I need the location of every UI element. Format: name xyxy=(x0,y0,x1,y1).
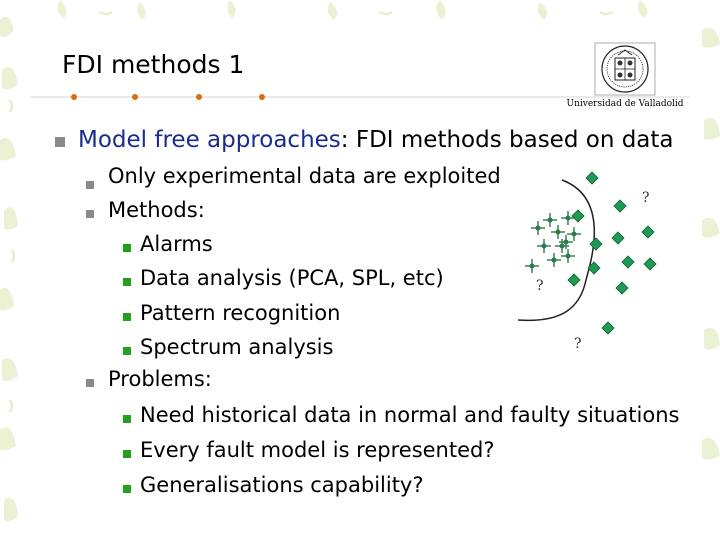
slide-title: FDI methods 1 xyxy=(62,50,245,79)
header-divider xyxy=(30,94,690,100)
sub-list-item: Pattern recognition xyxy=(140,301,341,325)
bullet-marker xyxy=(86,181,94,189)
faulty-sample-marker xyxy=(643,257,657,271)
bullet-marker xyxy=(86,210,94,218)
decision-boundary xyxy=(517,179,595,322)
faulty-sample-marker xyxy=(611,231,625,245)
faulty-sample-marker xyxy=(621,255,635,269)
bullet-marker xyxy=(86,379,94,387)
bullet-marker xyxy=(55,137,65,147)
university-seal-icon xyxy=(594,42,656,96)
institution-name: Universidad de Valladolid xyxy=(566,99,684,109)
normal-sample-marker xyxy=(543,213,557,227)
faulty-sample-marker xyxy=(641,225,655,239)
normal-sample-marker xyxy=(525,259,539,273)
list-item: Methods: xyxy=(108,198,205,222)
classification-illustration: ? ? ? xyxy=(517,171,657,352)
unknown-point-label: ? xyxy=(642,190,650,206)
faulty-sample-marker xyxy=(587,261,601,275)
list-item: Only experimental data are exploited xyxy=(108,164,501,188)
heading-line: Model free approaches: FDI methods based… xyxy=(78,127,674,153)
list-item: Problems: xyxy=(108,367,212,391)
sub-list-item: Every fault model is represented? xyxy=(140,438,495,462)
normal-sample-marker xyxy=(561,211,575,225)
faulty-sample-marker xyxy=(615,281,629,295)
sub-list-item: Alarms xyxy=(140,232,213,256)
sub-bullet-marker xyxy=(123,415,131,423)
normal-sample-marker xyxy=(555,239,569,253)
sub-list-item: Generalisations capability? xyxy=(140,473,424,497)
normal-sample-marker xyxy=(561,249,575,263)
unknown-point-label: ? xyxy=(574,336,582,352)
unknown-point-label: ? xyxy=(536,278,544,294)
sub-bullet-marker xyxy=(123,347,131,355)
faulty-sample-marker xyxy=(585,171,599,185)
sub-bullet-marker xyxy=(123,244,131,252)
sub-list-item: Data analysis (PCA, SPL, etc) xyxy=(140,266,444,290)
sub-bullet-marker xyxy=(123,450,131,458)
faulty-sample-marker xyxy=(567,273,581,287)
sub-list-item: Spectrum analysis xyxy=(140,335,334,359)
normal-sample-marker xyxy=(547,253,561,267)
sub-bullet-marker xyxy=(123,485,131,493)
normal-sample-marker xyxy=(531,221,545,235)
normal-sample-marker xyxy=(567,227,581,241)
faulty-sample-marker xyxy=(571,209,585,223)
normal-sample-marker xyxy=(537,239,551,253)
sub-bullet-marker xyxy=(123,278,131,286)
normal-sample-marker xyxy=(551,225,565,239)
heading-highlight: Model free approaches xyxy=(78,127,341,153)
sub-bullet-marker xyxy=(123,313,131,321)
sub-list-item: Need historical data in normal and fault… xyxy=(140,403,680,427)
faulty-sample-marker xyxy=(601,321,615,335)
faulty-sample-marker xyxy=(589,237,603,251)
heading-rest: : FDI methods based on data xyxy=(340,127,674,153)
faulty-sample-marker xyxy=(613,199,627,213)
